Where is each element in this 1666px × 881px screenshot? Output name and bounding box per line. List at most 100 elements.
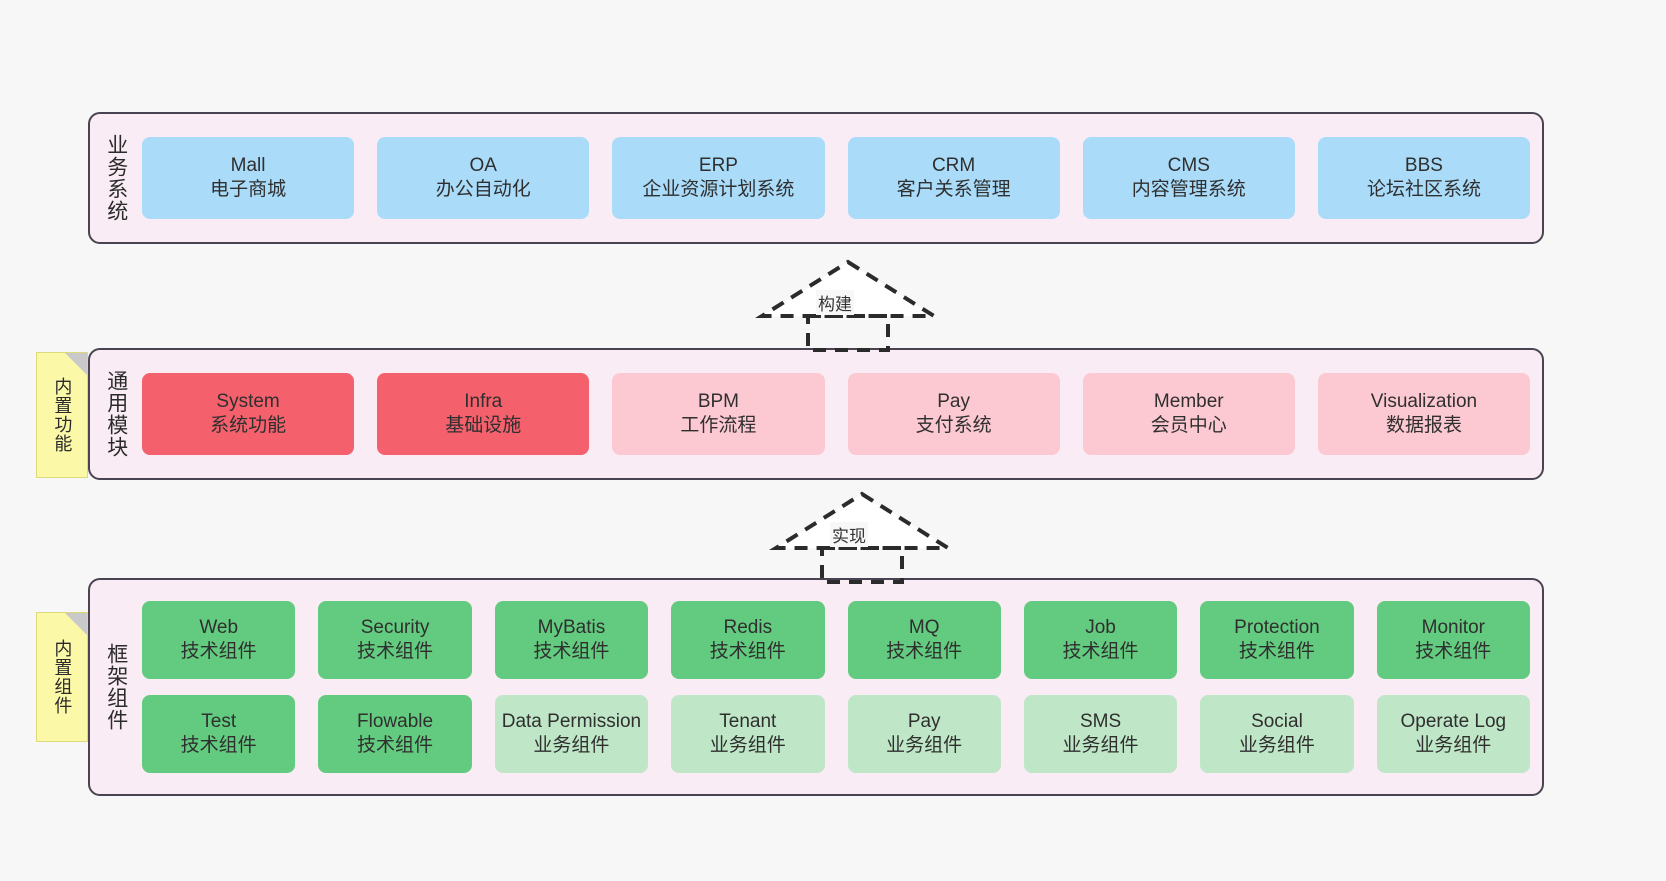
generalization-arrowhead bbox=[769, 491, 955, 550]
box-subtitle: 基础设施 bbox=[445, 415, 522, 436]
box-subtitle: 技术组件 bbox=[1238, 641, 1315, 662]
box-title: Infra bbox=[464, 390, 503, 412]
box-title: Data Permission bbox=[501, 710, 642, 732]
box-title: Pay bbox=[907, 710, 941, 732]
box-subtitle: 系统功能 bbox=[210, 415, 287, 436]
box-crm[interactable]: CRM 客户关系管理 bbox=[847, 137, 1060, 219]
box-test[interactable]: Test 技术组件 bbox=[142, 695, 296, 773]
box-title: BPM bbox=[697, 390, 740, 412]
box-subtitle: 业务组件 bbox=[1238, 735, 1315, 756]
box-erp[interactable]: ERP 企业资源计划系统 bbox=[612, 137, 825, 219]
box-subtitle: 业务组件 bbox=[533, 735, 610, 756]
box-member[interactable]: Member 会员中心 bbox=[1082, 373, 1295, 455]
box-title: Member bbox=[1153, 390, 1224, 412]
box-title: SMS bbox=[1079, 710, 1122, 732]
box-system[interactable]: System 系统功能 bbox=[142, 373, 355, 455]
layer-title-business: 业务系统 bbox=[104, 134, 128, 222]
box-infra[interactable]: Infra 基础设施 bbox=[377, 373, 590, 455]
box-title: Test bbox=[201, 710, 237, 732]
layer-body-business: Mall 电子商城 OA 办公自动化 ERP 企业资源计划系统 CRM 客户关系… bbox=[142, 114, 1542, 242]
box-mybatis[interactable]: MyBatis 技术组件 bbox=[494, 601, 649, 679]
connector-label-build: 构建 bbox=[816, 290, 854, 315]
box-sms[interactable]: SMS 业务组件 bbox=[1023, 695, 1178, 773]
box-subtitle: 论坛社区系统 bbox=[1366, 179, 1481, 200]
box-pay-module[interactable]: Pay 支付系统 bbox=[847, 373, 1060, 455]
box-subtitle: 支付系统 bbox=[915, 415, 992, 436]
box-redis[interactable]: Redis 技术组件 bbox=[671, 601, 825, 679]
box-subtitle: 电子商城 bbox=[210, 179, 287, 200]
box-title: Visualization bbox=[1370, 390, 1478, 412]
box-pay-component[interactable]: Pay 业务组件 bbox=[847, 695, 1001, 773]
box-title: Protection bbox=[1234, 616, 1320, 638]
layer-business-systems: 业务系统 Mall 电子商城 OA 办公自动化 ERP 企业资源计划系统 CRM… bbox=[88, 112, 1544, 244]
box-subtitle: 数据报表 bbox=[1385, 415, 1462, 436]
layer-row: Mall 电子商城 OA 办公自动化 ERP 企业资源计划系统 CRM 客户关系… bbox=[142, 137, 1531, 219]
connector-stem bbox=[820, 546, 904, 584]
layer-row: Web 技术组件 Security 技术组件 MyBatis 技术组件 Redi… bbox=[142, 601, 1530, 679]
box-data-permission[interactable]: Data Permission 业务组件 bbox=[494, 695, 649, 773]
box-mall[interactable]: Mall 电子商城 bbox=[142, 137, 355, 219]
box-mq[interactable]: MQ 技术组件 bbox=[847, 601, 1001, 679]
box-subtitle: 技术组件 bbox=[180, 641, 257, 662]
box-title: Job bbox=[1085, 616, 1116, 638]
box-subtitle: 技术组件 bbox=[180, 735, 257, 756]
sticky-note-builtin-features: 内置功能 bbox=[36, 352, 88, 478]
box-subtitle: 客户关系管理 bbox=[896, 179, 1011, 200]
box-job[interactable]: Job 技术组件 bbox=[1023, 601, 1178, 679]
box-subtitle: 技术组件 bbox=[357, 641, 434, 662]
box-title: CRM bbox=[931, 154, 976, 176]
layer-common-modules: 通用模块 System 系统功能 Infra 基础设施 BPM 工作流程 Pay… bbox=[88, 348, 1544, 480]
box-title: Tenant bbox=[719, 710, 777, 732]
sticky-note-builtin-components: 内置组件 bbox=[36, 612, 88, 742]
box-subtitle: 企业资源计划系统 bbox=[642, 179, 795, 200]
layer-body-module: System 系统功能 Infra 基础设施 BPM 工作流程 Pay 支付系统… bbox=[142, 350, 1542, 478]
box-visualization[interactable]: Visualization 数据报表 bbox=[1317, 373, 1531, 455]
layer-title-module: 通用模块 bbox=[104, 370, 128, 458]
connector-stem bbox=[806, 314, 890, 352]
box-web[interactable]: Web 技术组件 bbox=[142, 601, 296, 679]
box-title: MyBatis bbox=[537, 616, 606, 638]
box-title: MQ bbox=[908, 616, 940, 638]
box-flowable[interactable]: Flowable 技术组件 bbox=[318, 695, 472, 773]
box-subtitle: 工作流程 bbox=[680, 415, 757, 436]
box-title: Security bbox=[360, 616, 430, 638]
box-subtitle: 会员中心 bbox=[1150, 415, 1227, 436]
box-subtitle: 技术组件 bbox=[533, 641, 610, 662]
box-subtitle: 办公自动化 bbox=[435, 179, 531, 200]
layer-row: Test 技术组件 Flowable 技术组件 Data Permission … bbox=[142, 695, 1530, 773]
box-title: System bbox=[216, 390, 280, 412]
box-title: Monitor bbox=[1421, 616, 1485, 638]
connector-label-implement: 实现 bbox=[830, 522, 868, 547]
box-monitor[interactable]: Monitor 技术组件 bbox=[1376, 601, 1530, 679]
box-tenant[interactable]: Tenant 业务组件 bbox=[671, 695, 825, 773]
box-title: OA bbox=[469, 154, 497, 176]
box-subtitle: 内容管理系统 bbox=[1131, 179, 1246, 200]
box-title: ERP bbox=[698, 154, 738, 176]
box-social[interactable]: Social 业务组件 bbox=[1200, 695, 1354, 773]
box-title: Operate Log bbox=[1400, 710, 1507, 732]
box-title: Mall bbox=[230, 154, 266, 176]
sticky-note-text: 内置组件 bbox=[52, 639, 73, 715]
box-subtitle: 技术组件 bbox=[357, 735, 434, 756]
box-protection[interactable]: Protection 技术组件 bbox=[1200, 601, 1354, 679]
layer-title-framework: 框架组件 bbox=[104, 643, 128, 731]
layer-row: System 系统功能 Infra 基础设施 BPM 工作流程 Pay 支付系统… bbox=[142, 373, 1531, 455]
box-title: CMS bbox=[1167, 154, 1210, 176]
box-bpm[interactable]: BPM 工作流程 bbox=[612, 373, 825, 455]
layer-framework-components: 框架组件 Web 技术组件 Security 技术组件 MyBatis 技术组件… bbox=[88, 578, 1544, 796]
box-title: Web bbox=[199, 616, 239, 638]
connector-build: 构建 bbox=[755, 258, 941, 352]
box-oa[interactable]: OA 办公自动化 bbox=[377, 137, 590, 219]
box-subtitle: 业务组件 bbox=[1415, 735, 1492, 756]
box-title: Pay bbox=[937, 390, 970, 412]
box-subtitle: 技术组件 bbox=[886, 641, 963, 662]
box-title: Flowable bbox=[357, 710, 434, 732]
box-security[interactable]: Security 技术组件 bbox=[318, 601, 472, 679]
generalization-arrowhead bbox=[755, 259, 941, 318]
sticky-note-text: 内置功能 bbox=[52, 377, 73, 453]
box-bbs[interactable]: BBS 论坛社区系统 bbox=[1317, 137, 1531, 219]
box-subtitle: 业务组件 bbox=[709, 735, 786, 756]
box-operate-log[interactable]: Operate Log 业务组件 bbox=[1376, 695, 1530, 773]
box-cms[interactable]: CMS 内容管理系统 bbox=[1082, 137, 1295, 219]
